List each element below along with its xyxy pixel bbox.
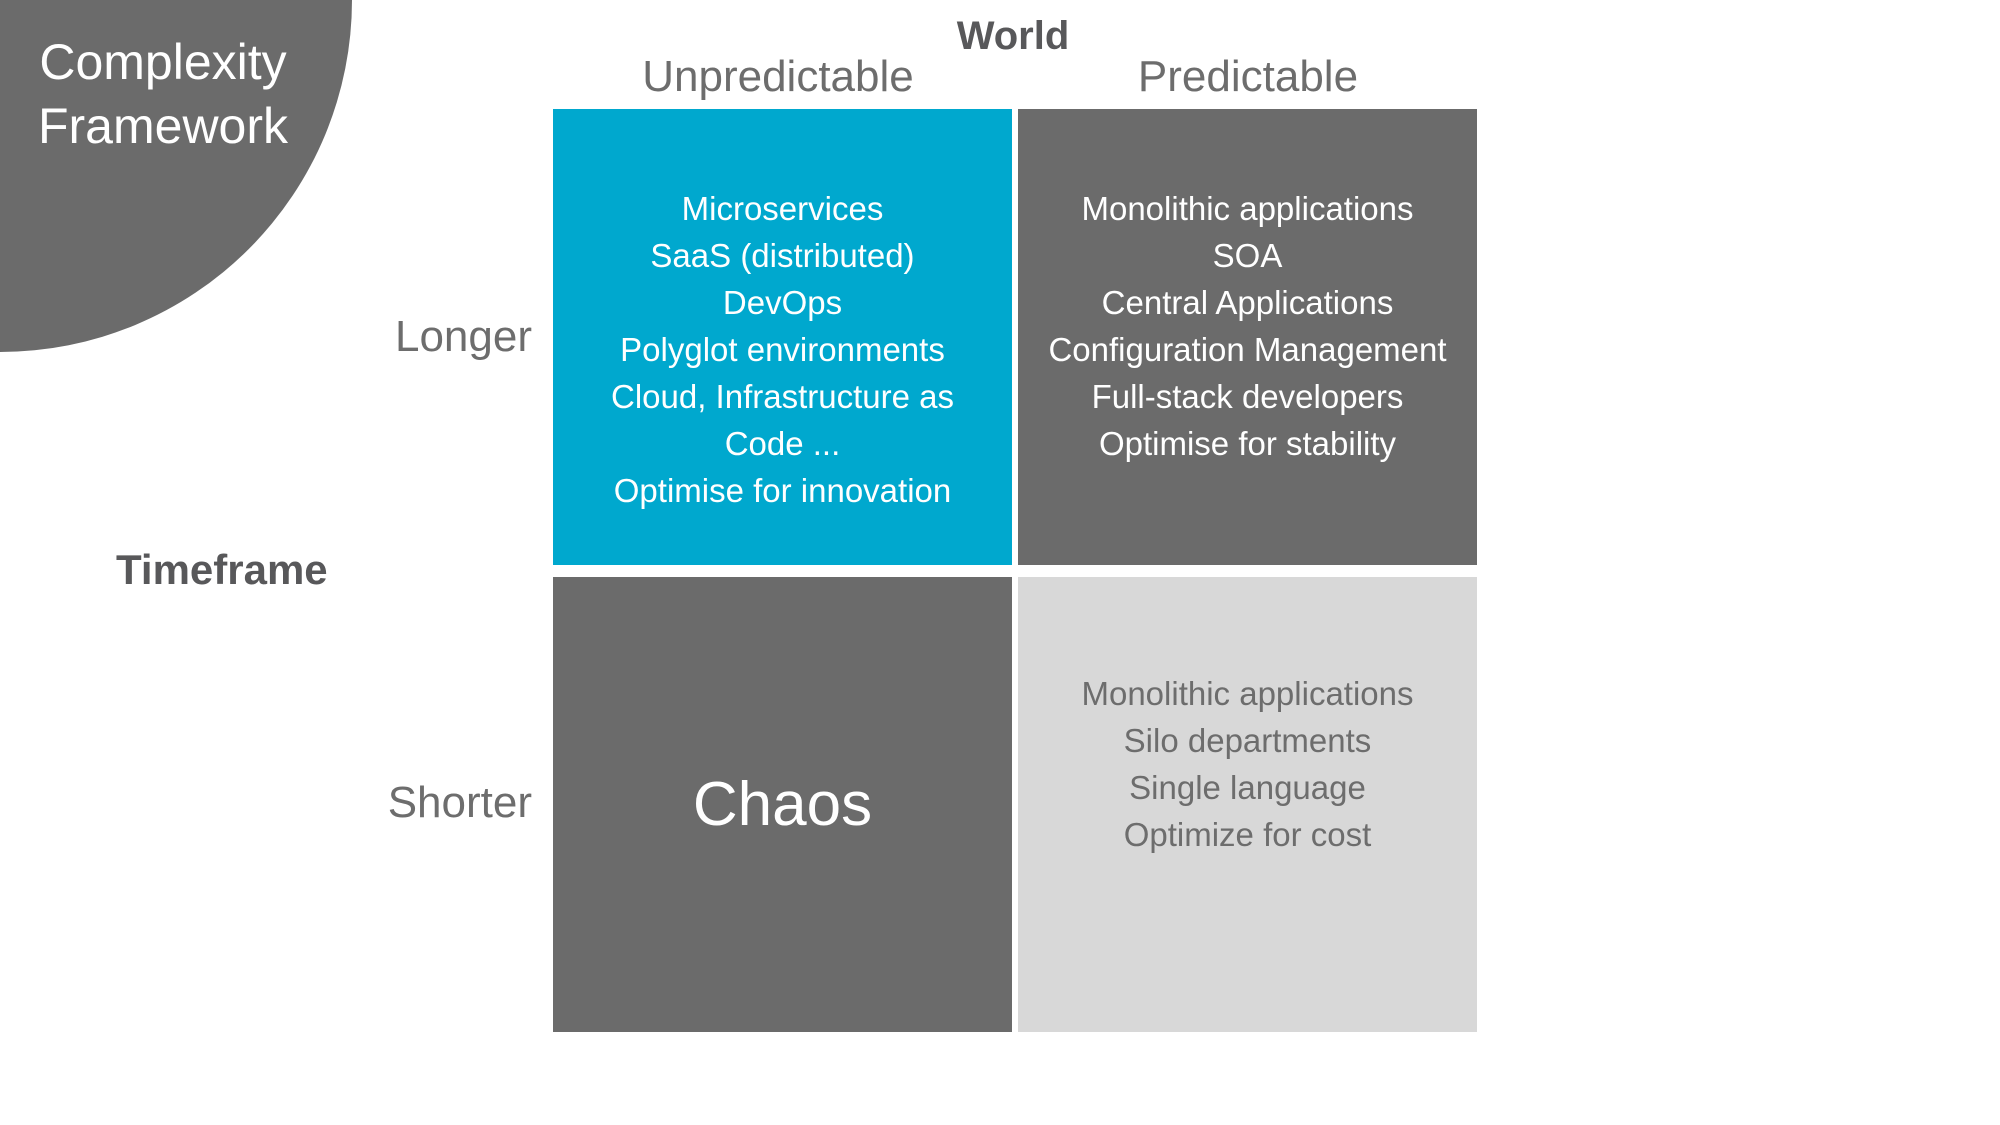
quadrant-shorter-unpredictable: Chaos: [553, 577, 1012, 1032]
row-label-shorter: Shorter: [387, 778, 532, 827]
quadrant-longer-unpredictable: Microservices SaaS (distributed) DevOps …: [553, 109, 1012, 565]
timeframe-axis-label: Timeframe: [116, 546, 328, 593]
quadrant-line: Microservices: [681, 190, 884, 227]
quadrant-longer-predictable: Monolithic applications SOA Central Appl…: [1018, 109, 1477, 565]
quadrant-line: DevOps: [722, 284, 843, 321]
quadrant-line: SOA: [1212, 237, 1283, 274]
quadrant-line: Silo departments: [1123, 722, 1372, 759]
quadrant-line: SaaS (distributed): [650, 237, 915, 274]
quadrant-line: Monolithic applications: [1081, 675, 1414, 712]
quadrant-line: Full-stack developers: [1091, 378, 1404, 415]
quadrant-line: Cloud, Infrastructure as Code ...: [611, 378, 954, 462]
quadrant-text-block: Monolithic applications SOA Central Appl…: [1018, 109, 1477, 467]
framework-title: Complexity Framework: [37, 34, 289, 154]
quadrant-text-block: Monolithic applications Silo departments…: [1018, 577, 1477, 858]
chaos-label: Chaos: [692, 770, 873, 839]
quadrant-line: Configuration Management: [1048, 331, 1447, 368]
quadrant-line: Polyglot environments: [620, 331, 945, 368]
quadrant-text-block: Chaos: [553, 577, 1012, 1032]
quadrant-line: Optimize for cost: [1123, 816, 1372, 853]
world-axis-label: World: [956, 14, 1070, 58]
quadrant-line: Single language: [1129, 769, 1366, 806]
quadrant-text-block: Microservices SaaS (distributed) DevOps …: [553, 109, 1012, 514]
quadrant-shorter-predictable: Monolithic applications Silo departments…: [1018, 577, 1477, 1032]
quadrant-line: Central Applications: [1101, 284, 1394, 321]
quadrant-line: Optimise for innovation: [613, 472, 952, 509]
row-label-longer: Longer: [394, 312, 532, 361]
quadrant-line: Monolithic applications: [1081, 190, 1414, 227]
column-label-unpredictable: Unpredictable: [642, 52, 914, 101]
quadrant-line: Optimise for stability: [1098, 425, 1397, 462]
corner-quarter-circle: Complexity Framework: [0, 0, 352, 352]
column-label-predictable: Predictable: [1137, 52, 1359, 101]
